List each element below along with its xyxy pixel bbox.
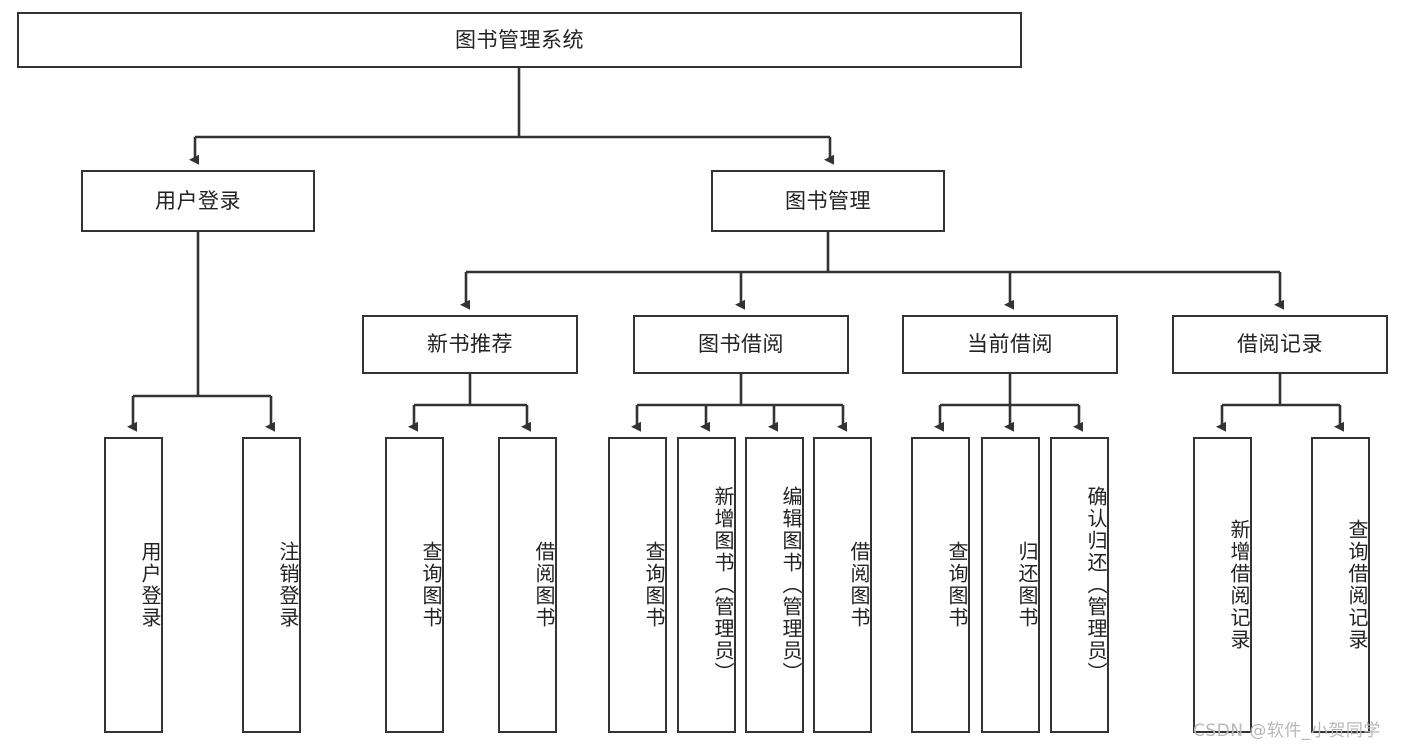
node-label: 查询借阅记录 [1345, 519, 1369, 651]
node-label: 图书管理系统 [455, 27, 584, 52]
node-leaf-edit-book[interactable]: 编辑图书（管理员） [745, 437, 804, 733]
csdn-watermark: CSDN @软件_小贺同学 [1193, 721, 1381, 741]
node-new-book-recommend[interactable]: 新书推荐 [362, 315, 578, 374]
node-book-manage[interactable]: 图书管理 [711, 170, 945, 232]
node-label: 借阅图书 [532, 541, 556, 629]
node-label: 新书推荐 [427, 332, 513, 357]
node-label: 新增借阅记录 [1227, 519, 1251, 651]
node-leaf-add-borrow-record[interactable]: 新增借阅记录 [1193, 437, 1252, 733]
node-leaf-query-book-borrow[interactable]: 查询图书 [608, 437, 667, 733]
node-book-borrow[interactable]: 图书借阅 [633, 315, 849, 374]
node-label: 图书管理 [785, 188, 871, 213]
node-leaf-borrow-book-recommend[interactable]: 借阅图书 [498, 437, 557, 733]
node-current-borrow[interactable]: 当前借阅 [902, 315, 1118, 374]
node-label: 用户登录 [138, 541, 162, 629]
node-label: 归还图书 [1015, 541, 1039, 629]
node-leaf-return-book[interactable]: 归还图书 [981, 437, 1040, 733]
node-leaf-query-borrow-record[interactable]: 查询借阅记录 [1311, 437, 1370, 733]
node-leaf-logout[interactable]: 注销登录 [242, 437, 301, 733]
node-leaf-borrow-book[interactable]: 借阅图书 [813, 437, 872, 733]
node-label: 查询图书 [945, 541, 969, 629]
node-label: 借阅图书 [847, 541, 871, 629]
node-label: 编辑图书（管理员） [779, 486, 803, 684]
node-label: 借阅记录 [1237, 332, 1323, 357]
node-leaf-query-book-recommend[interactable]: 查询图书 [385, 437, 444, 733]
node-label: 用户登录 [155, 188, 241, 213]
node-borrow-record[interactable]: 借阅记录 [1172, 315, 1388, 374]
node-label: 查询图书 [419, 541, 443, 629]
node-user-login[interactable]: 用户登录 [81, 170, 315, 232]
node-root-book-management-system[interactable]: 图书管理系统 [17, 12, 1022, 68]
node-label: 新增图书（管理员） [711, 486, 735, 684]
node-label: 注销登录 [276, 541, 300, 629]
node-label: 图书借阅 [698, 332, 784, 357]
node-label: 查询图书 [642, 541, 666, 629]
node-leaf-add-book[interactable]: 新增图书（管理员） [677, 437, 736, 733]
node-label: 确认归还（管理员） [1084, 486, 1108, 684]
node-leaf-user-login[interactable]: 用户登录 [104, 437, 163, 733]
node-label: 当前借阅 [967, 332, 1053, 357]
node-leaf-query-book-current[interactable]: 查询图书 [911, 437, 970, 733]
node-leaf-confirm-return[interactable]: 确认归还（管理员） [1050, 437, 1109, 733]
